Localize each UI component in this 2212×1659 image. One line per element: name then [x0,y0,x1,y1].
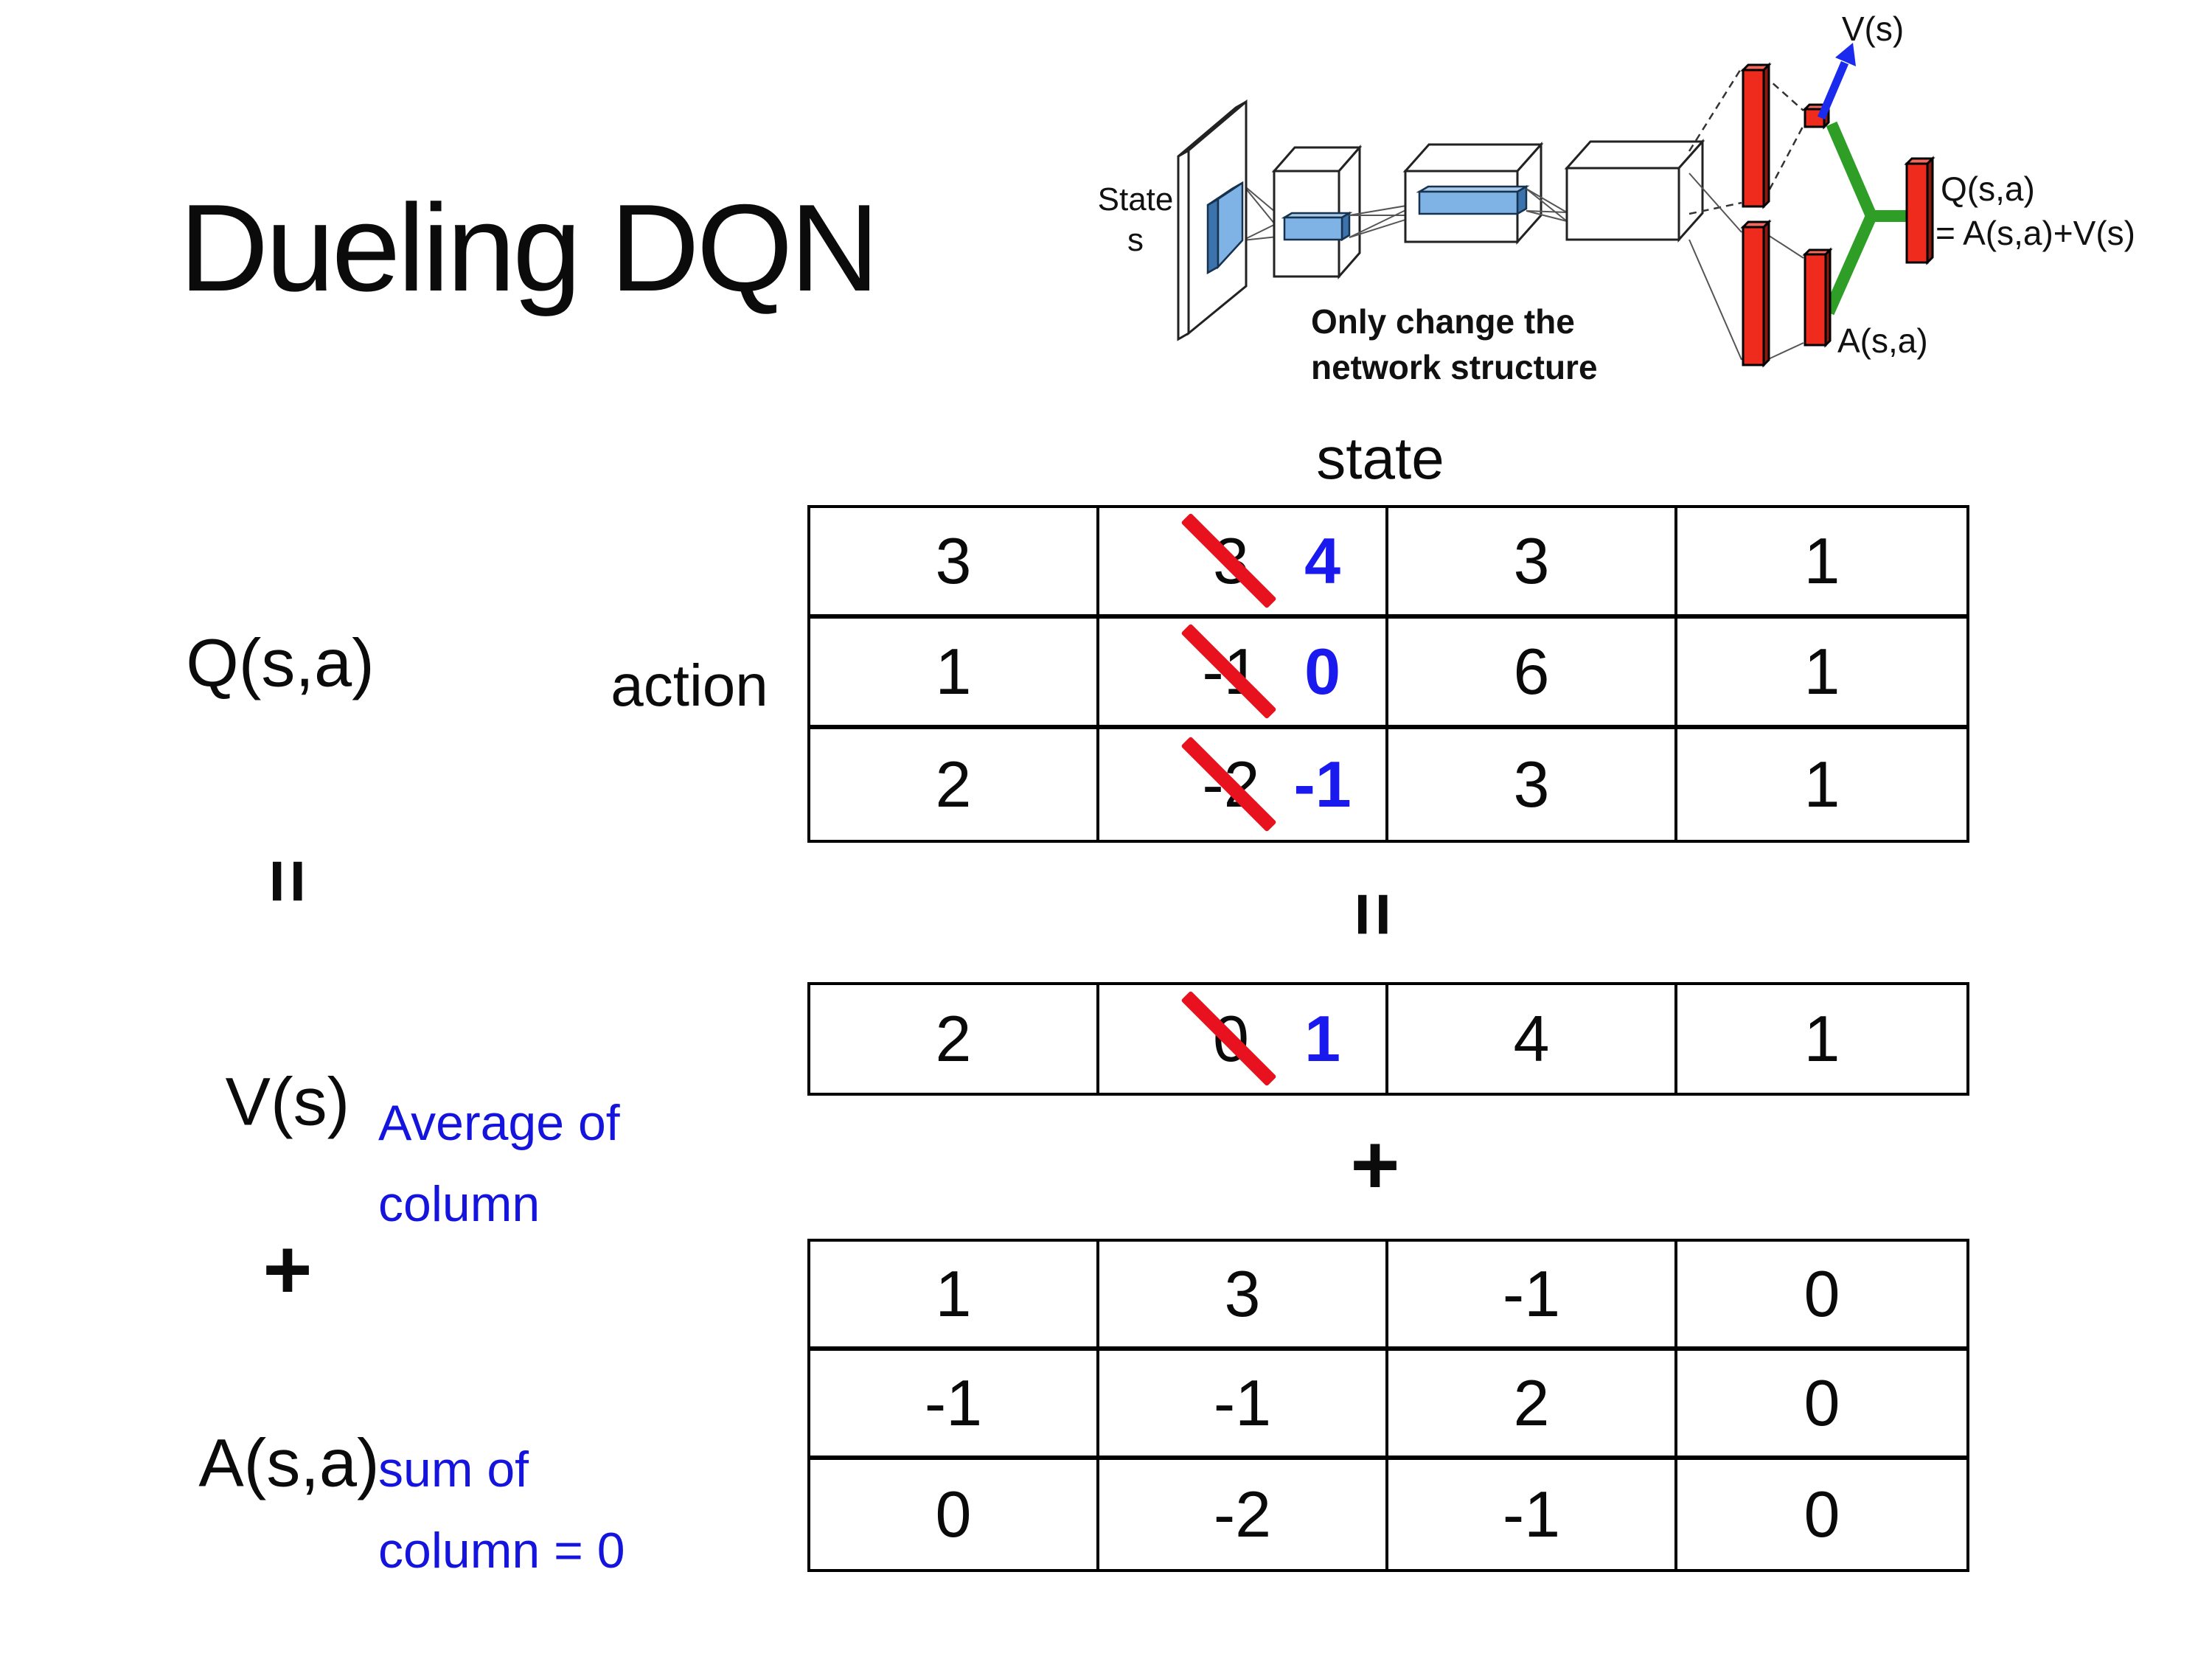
cell-value: 0 [935,1478,972,1551]
state-header: state [1316,425,1444,491]
q-cell: 1 [1677,729,1966,840]
q-cell-struck: -1 0 [1099,619,1388,729]
cell-value: -1 [1502,1478,1561,1551]
cell-value: 6 [1513,635,1550,708]
conv-box-3 [1564,139,1705,243]
fan-lines-4 [1688,67,1743,361]
a-value-table: 1 3 -1 0 -1 -1 2 0 0 -2 -1 0 [807,1239,1969,1572]
v-function-label: V(s) [225,1064,350,1140]
sum-note-line1: sum of [378,1441,529,1498]
q-cell-struck: -2 -1 [1099,729,1388,840]
q-cell-struck: 3 4 [1099,508,1388,619]
a-cell: 2 [1388,1351,1677,1460]
cell-value: 1 [1804,748,1840,821]
cell-value: 2 [1513,1366,1550,1439]
a-cell: 0 [1677,1351,1966,1460]
a-cell: -2 [1099,1460,1388,1569]
cell-value: 1 [1804,1002,1840,1075]
fc-bar-v-stream [1740,62,1772,209]
cell-value: 2 [935,748,972,821]
cell-value: 1 [935,1257,972,1330]
cell-value: 3 [1513,524,1550,597]
q-cell: 1 [1677,619,1966,729]
average-of-column-note: Average of column [378,1082,620,1245]
a-cell: 0 [1677,1460,1966,1569]
diagram-vs-label: V(s) [1842,10,1904,48]
v-cell: 2 [810,985,1099,1093]
diagram-state-s: s [1127,222,1144,258]
diagram-note-line2: network structure [1311,348,1598,386]
q-cell: 3 [1388,729,1677,840]
a-cell: 1 [810,1242,1099,1351]
feature-bar-1 [1281,211,1353,242]
merge-connector [1823,121,1910,316]
v-cell-struck: 0 1 [1099,985,1388,1093]
cell-value: -2 [1213,1478,1272,1551]
new-value: -1 [1293,748,1352,821]
diagram-qsa-label: Q(s,a) [1941,170,2035,208]
q-value-table: 3 3 4 3 1 1 -1 0 6 1 2 -2 -1 3 1 [807,505,1969,843]
cell-value: 1 [935,635,972,708]
diagram-state-label: State [1098,181,1174,218]
q-cell: 3 [1388,508,1677,619]
cell-value: 1 [1804,524,1840,597]
q-cell: 6 [1388,619,1677,729]
sum-of-column-note: sum of column = 0 [378,1429,625,1591]
a-function-label: A(s,a) [198,1425,380,1501]
equals-sign-center: = [1330,891,1416,937]
cell-value: 0 [1804,1366,1840,1439]
v-cell: 4 [1388,985,1677,1093]
plus-sign-left: + [262,1222,313,1317]
diagram-qsa-formula: = A(s,a)+V(s) [1935,214,2135,252]
cell-value: 2 [935,1002,972,1075]
new-value: 4 [1304,524,1341,597]
feature-bar-2 [1416,184,1530,216]
plus-sign-center: + [1350,1118,1400,1212]
a-output-bar [1802,247,1833,348]
a-cell: 0 [1677,1242,1966,1351]
network-diagram: V(s) Q(s,a) = A(s,a)+V(s) A(s,a) State s… [1098,10,2135,386]
cell-value: 0 [1804,1478,1840,1551]
diagram-note-line1: Only change the [1311,302,1575,341]
action-label: action [611,653,768,718]
q-output-bar [1904,156,1935,265]
v-value-table: 2 0 1 4 1 [807,982,1969,1096]
a-cell: 0 [810,1460,1099,1569]
cell-value: 0 [1804,1257,1840,1330]
a-cell: 3 [1099,1242,1388,1351]
fc-bar-a-stream [1740,219,1772,368]
fan-lines-5 [1762,74,1805,362]
cell-value: 1 [1804,635,1840,708]
a-cell: -1 [1388,1460,1677,1569]
cell-value: 3 [935,524,972,597]
q-function-label: Q(s,a) [186,625,375,701]
new-value: 1 [1304,1002,1341,1075]
sum-note-line2: column = 0 [378,1523,625,1579]
v-arrow-icon [1817,43,1856,120]
a-cell: -1 [810,1351,1099,1460]
conv-box-1 [1271,145,1363,279]
q-cell: 1 [1677,508,1966,619]
avg-note-line1: Average of [378,1095,620,1151]
cell-value: 4 [1513,1002,1550,1075]
a-cell: -1 [1099,1351,1388,1460]
avg-note-line2: column [378,1176,540,1232]
new-value: 0 [1304,635,1341,708]
diagram-asa-label: A(s,a) [1837,321,1928,360]
a-cell: -1 [1388,1242,1677,1351]
equals-sign-left: = [245,858,331,904]
slide-title: Dueling DQN [179,178,880,317]
q-cell: 3 [810,508,1099,619]
fan-lines-3 [1526,188,1568,222]
cell-value: -1 [1502,1257,1561,1330]
q-cell: 1 [810,619,1099,729]
conv-filter-icon [1206,181,1244,275]
cell-value: -1 [1213,1366,1272,1439]
cell-value: 3 [1513,748,1550,821]
v-cell: 1 [1677,985,1966,1093]
cell-value: 3 [1224,1257,1261,1330]
q-cell: 2 [810,729,1099,840]
cell-value: -1 [924,1366,983,1439]
